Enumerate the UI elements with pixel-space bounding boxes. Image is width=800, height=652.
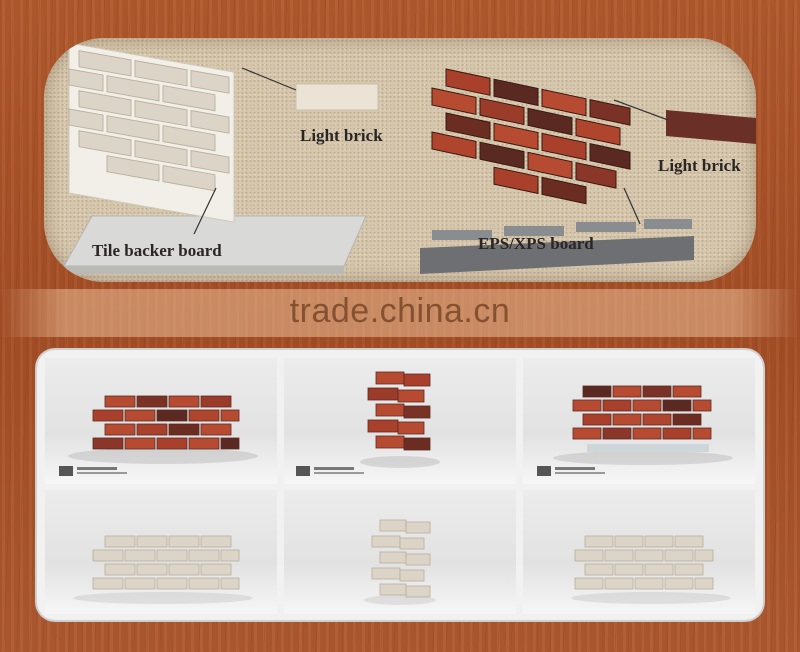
- eps-xps-board-shape: [420, 219, 694, 274]
- label-tile-backer-board: Tile backer board: [92, 241, 222, 260]
- single-dark-brick-shape: [666, 110, 756, 144]
- label-light-brick-right: Light brick: [658, 156, 741, 175]
- brick-panel-icon: [73, 535, 253, 604]
- pointer-line-backer-board: [193, 187, 217, 235]
- brick-corner-icon: [364, 519, 436, 605]
- pointer-line-light-brick: [241, 67, 297, 91]
- diagram-panel: Light brick Light brick Tile backer boar…: [44, 38, 756, 282]
- tile-backer-board-edge: [64, 266, 344, 274]
- brick-panel-icon: [571, 535, 731, 604]
- watermark-text: trade.china.cn: [289, 292, 511, 330]
- gallery-tile-light-corner: [284, 490, 516, 614]
- gallery-tile-light-panel: [45, 490, 277, 614]
- diagram-illustration: [63, 42, 756, 274]
- gallery-tile-red-corner: [284, 358, 516, 484]
- light-brick-panel-shape: [68, 42, 235, 223]
- brick-corner-icon: [296, 371, 440, 476]
- label-light-brick-left: Light brick: [300, 126, 383, 145]
- gallery-tile-red-panel-board: [523, 358, 755, 484]
- pointer-line-right-brick: [613, 99, 669, 121]
- brick-panel-icon: [59, 395, 258, 476]
- brick-panel-icon: [537, 385, 733, 476]
- watermark-band: [0, 289, 800, 337]
- pointer-line-eps: [623, 187, 641, 225]
- red-brick-panel-shape: [431, 68, 631, 205]
- label-eps-xps-board: EPS/XPS board: [478, 234, 594, 253]
- gallery-tile-light-panel-2: [523, 490, 755, 614]
- gallery-panel: [37, 350, 763, 620]
- gallery-tile-red-panel: [45, 358, 277, 484]
- single-light-brick-shape: [295, 83, 379, 111]
